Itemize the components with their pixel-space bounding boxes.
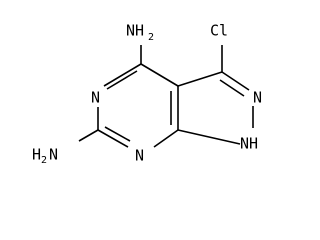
atom-nh2-left-h: H: [32, 146, 41, 164]
atom-cl: Cl: [210, 22, 228, 40]
bonds: [78, 45, 254, 148]
bond-c4-c3a: [140, 63, 179, 87]
bond-c2-n1: [97, 129, 129, 148]
bond-c4-n3: [103, 63, 142, 87]
bond-n1-c7a: [153, 129, 179, 148]
atom-nh2-top-label: NH: [126, 22, 144, 40]
bond-c4-n3-inner: [106, 70, 138, 90]
molecule-diagram: NH 2 Cl N N H 2 N N NH: [32, 21, 263, 167]
atom-nh-pyrazole: NH: [240, 135, 258, 153]
bond-c3a-c3: [177, 71, 223, 87]
atom-n-ring-left: N: [91, 89, 100, 107]
bond-c2-nh2: [78, 129, 99, 142]
bond-c2-n1-inner: [104, 126, 131, 142]
atom-n-ring-bottom: N: [135, 147, 144, 165]
atom-nh2-left-sub: 2: [41, 155, 47, 166]
bond-c3-n2: [221, 71, 250, 91]
atom-nh2-top: NH 2: [126, 22, 154, 44]
molecule-structure: NH 2 Cl N N H 2 N N NH: [32, 22, 262, 167]
bond-c3-n2-inner: [219, 79, 245, 97]
atom-nh2-left: H 2 N: [32, 146, 58, 167]
bond-n1h-c7a: [177, 129, 241, 145]
atom-n-pyrazole: N: [253, 89, 262, 107]
atom-nh2-left-n: N: [49, 146, 58, 164]
atom-nh2-top-sub: 2: [148, 32, 154, 43]
